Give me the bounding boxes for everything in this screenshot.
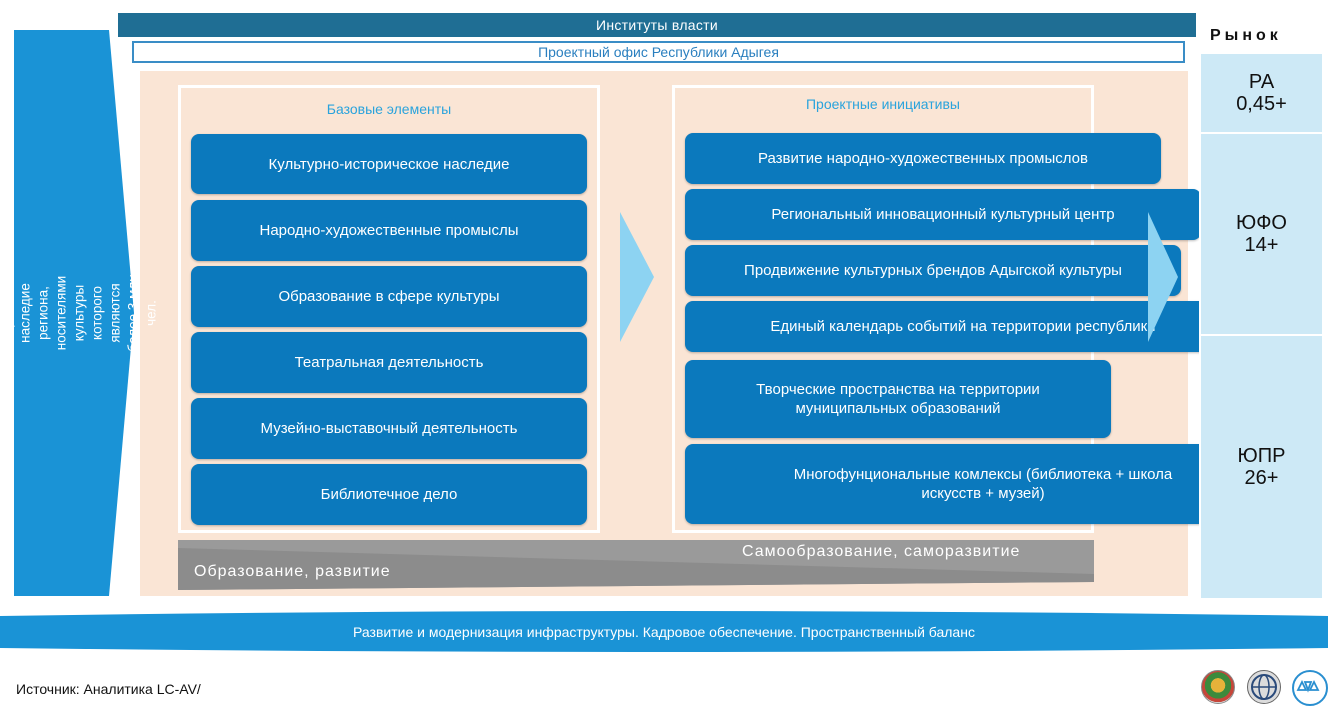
base-item-heritage: Культурно-историческое наследие — [191, 134, 587, 194]
base-item-crafts: Народно-художественные промыслы — [191, 200, 587, 261]
initiative-brands: Продвижение культурных брендов Адыгской … — [685, 245, 1181, 296]
project-initiatives-title: Проектные инициативы — [805, 96, 960, 112]
market-yupr-value: 26+ — [1244, 467, 1279, 489]
initiative-culture-center: Региональный инновационный культурный це… — [685, 189, 1201, 240]
left-heritage-text: Богатое культурно-историческое наследие … — [0, 270, 159, 356]
wedge-right-label: Самообразование, саморазвитие — [742, 543, 1021, 560]
base-item-museum: Музейно-выставочный деятельность — [191, 398, 587, 459]
institutions-banner: Институты власти — [118, 13, 1196, 37]
initiative-creative-spaces: Творческие пространства на территории му… — [685, 360, 1111, 438]
source-note: Источник: Аналитика LC-AV/ — [16, 681, 201, 697]
base-elements-title: Базовые элементы — [326, 101, 452, 117]
market-segment-yupr: ЮПР 26+ — [1199, 334, 1324, 600]
base-item-education: Образование в сфере культуры — [191, 266, 587, 327]
market-yufo-value: 14+ — [1244, 234, 1279, 256]
project-initiatives-panel: Проектные инициативы Развитие народно-ху… — [672, 85, 1281, 533]
market-title: Рынок — [1210, 27, 1282, 44]
wedge-left-label: Образование, развитие — [194, 563, 391, 580]
education-wedge — [178, 540, 1094, 590]
left-heritage-arrow — [14, 30, 134, 596]
market-yupr-name: ЮПР — [1237, 445, 1286, 467]
base-elements-panel: Базовые элементы Культурно-историческое … — [178, 85, 600, 533]
market-segment-ra: РА 0,45+ — [1199, 52, 1324, 134]
market-segment-yufo: ЮФО 14+ — [1199, 132, 1324, 336]
market-ra-value: 0,45+ — [1236, 93, 1287, 115]
globe-emblem-icon — [1247, 670, 1281, 704]
ava-logo-icon — [1292, 670, 1328, 706]
project-office-banner: Проектный офис Республики Адыгея — [132, 41, 1185, 63]
infrastructure-text: Развитие и модернизация инфраструктуры. … — [353, 624, 975, 640]
base-item-theatre: Театральная деятельность — [191, 332, 587, 393]
market-yufo-name: ЮФО — [1236, 212, 1287, 234]
right-arrow — [1148, 212, 1178, 342]
base-item-library: Библиотечное дело — [191, 464, 587, 525]
left-heritage-text-wrap: Богатое культурно-историческое наследие … — [0, 30, 159, 596]
coat-of-arms-icon — [1201, 670, 1235, 704]
initiative-complexes: Многофунциональные комлексы (библиотека … — [685, 444, 1281, 524]
initiative-crafts: Развитие народно-художественных промысло… — [685, 133, 1161, 184]
middle-arrow — [620, 212, 654, 342]
infrastructure-bar — [0, 611, 1328, 652]
market-ra-name: РА — [1248, 71, 1275, 93]
